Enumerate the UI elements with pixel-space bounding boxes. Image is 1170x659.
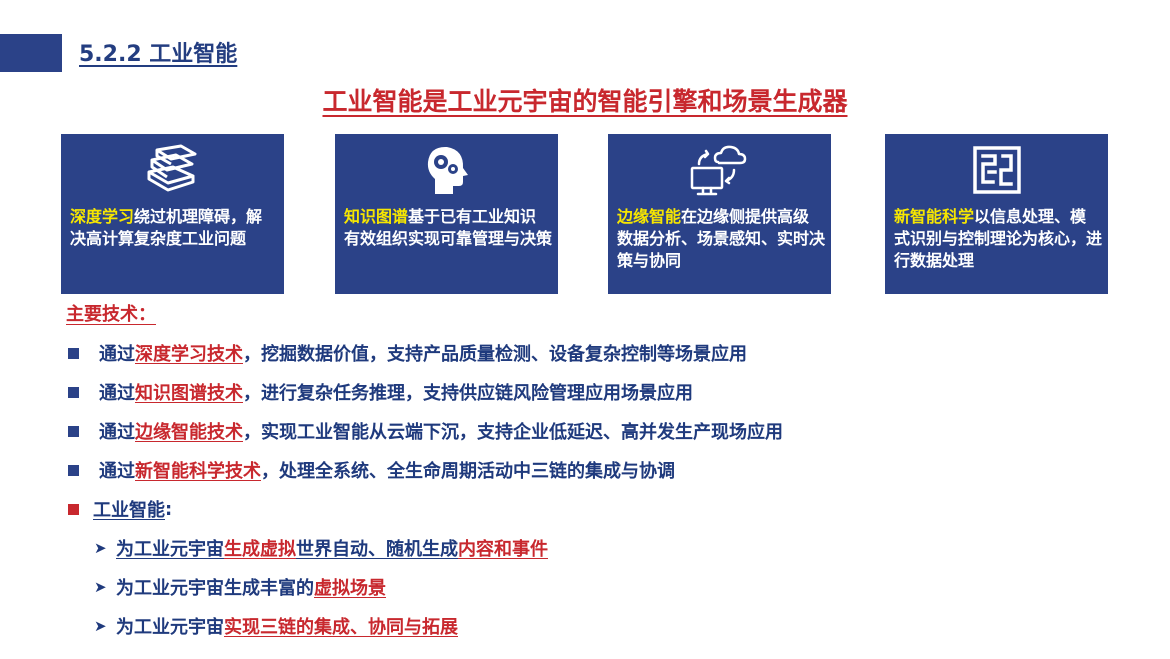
cloud-computer-icon [608, 142, 831, 204]
item-prefix: 通过 [99, 344, 135, 365]
arrow-right-icon: ➤ [94, 617, 107, 635]
card-highlight: 新智能科学 [894, 207, 975, 226]
card-highlight: 深度学习 [70, 207, 135, 226]
maze-icon [885, 142, 1108, 204]
item-text: 为工业元宇宙 [116, 617, 224, 638]
card-text: 基于已有工业知识有效组织实现可靠管理与决策 [344, 207, 553, 248]
books-icon [61, 142, 284, 204]
arrow-right-icon: ➤ [94, 578, 107, 596]
arrow-right-icon: ➤ [94, 539, 107, 557]
brain-gear-icon [335, 142, 558, 204]
bullet-square-icon [68, 386, 79, 398]
section-title: 5.2.2 工业智能 [79, 42, 238, 67]
card-edge-intelligence: 边缘智能在边缘侧提供高级数据分析、场景感知、实时决策与协同 [608, 134, 831, 294]
card-text: 绕过机理障碍，解决高计算复杂度工业问题 [70, 207, 263, 248]
card-description: 新智能科学以信息处理、模式识别与控制理论为核心，进行数据处理 [894, 206, 1102, 272]
item-prefix: 通过 [99, 383, 135, 404]
item-suffix: ，实现工业智能从云端下沉，支持企业低延迟、高并发生产现场应用 [243, 422, 783, 443]
card-deep-learning: 深度学习绕过机理障碍，解决高计算复杂度工业问题 [61, 134, 284, 294]
bullet-square-icon [68, 464, 79, 476]
card-highlight: 边缘智能 [617, 207, 682, 226]
item-link[interactable]: 边缘智能技术 [135, 422, 243, 443]
list-item: 通过知识图谱技术，进行复杂任务推理，支持供应链风险管理应用场景应用 [68, 379, 693, 405]
list-item: ➤ 为工业元宇宙生成虚拟世界自动、随机生成内容和事件 [94, 535, 548, 561]
industrial-colon: : [165, 498, 173, 520]
item-highlight: 实现三链的集成、协同与拓展 [224, 617, 458, 638]
item-prefix: 通过 [99, 461, 135, 482]
industrial-intelligence-heading: 工业智能: [68, 496, 172, 522]
item-link[interactable]: 新智能科学技术 [135, 461, 261, 482]
main-title: 工业智能是工业元宇宙的智能引擎和场景生成器 [322, 87, 848, 116]
header-accent-bar [0, 34, 62, 72]
list-item: 通过边缘智能技术，实现工业智能从云端下沉，支持企业低延迟、高并发生产现场应用 [68, 418, 783, 444]
item-highlight: 虚拟场景 [314, 578, 386, 599]
bullet-square-icon [68, 425, 79, 437]
card-knowledge-graph: 知识图谱基于已有工业知识有效组织实现可靠管理与决策 [335, 134, 558, 294]
list-item: 通过新智能科学技术，处理全系统、全生命周期活动中三链的集成与协调 [68, 457, 675, 483]
industrial-label[interactable]: 工业智能 [93, 500, 165, 521]
card-description: 知识图谱基于已有工业知识有效组织实现可靠管理与决策 [344, 206, 552, 250]
item-highlight: 内容和事件 [458, 539, 548, 560]
list-item: 通过深度学习技术，挖掘数据价值，支持产品质量检测、设备复杂控制等场景应用 [68, 340, 747, 366]
item-suffix: ，进行复杂任务推理，支持供应链风险管理应用场景应用 [243, 383, 693, 404]
list-item: ➤ 为工业元宇宙生成丰富的虚拟场景 [94, 574, 386, 600]
item-link[interactable]: 知识图谱技术 [135, 383, 243, 404]
card-text: 以信息处理、模式识别与控制理论为核心，进行数据处理 [894, 207, 1103, 270]
item-text: 世界自动、随机生成 [296, 539, 458, 560]
card-text: 在边缘侧提供高级数据分析、场景感知、实时决策与协同 [617, 207, 826, 270]
item-text: 为工业元宇宙 [116, 539, 224, 560]
item-suffix: ，处理全系统、全生命周期活动中三链的集成与协调 [261, 461, 675, 482]
item-suffix: ，挖掘数据价值，支持产品质量检测、设备复杂控制等场景应用 [243, 344, 747, 365]
bullet-square-icon [68, 503, 79, 515]
item-text: 为工业元宇宙生成丰富的 [116, 578, 314, 599]
bullet-square-icon [68, 347, 79, 359]
item-highlight: 生成虚拟 [224, 539, 296, 560]
card-new-intelligence-science: 新智能科学以信息处理、模式识别与控制理论为核心，进行数据处理 [885, 134, 1108, 294]
list-item: ➤ 为工业元宇宙实现三链的集成、协同与拓展 [94, 613, 458, 639]
card-description: 边缘智能在边缘侧提供高级数据分析、场景感知、实时决策与协同 [617, 206, 825, 272]
card-description: 深度学习绕过机理障碍，解决高计算复杂度工业问题 [70, 206, 278, 250]
item-link[interactable]: 深度学习技术 [135, 344, 243, 365]
item-prefix: 通过 [99, 422, 135, 443]
card-highlight: 知识图谱 [344, 207, 409, 226]
main-tech-heading: 主要技术： [66, 304, 156, 325]
